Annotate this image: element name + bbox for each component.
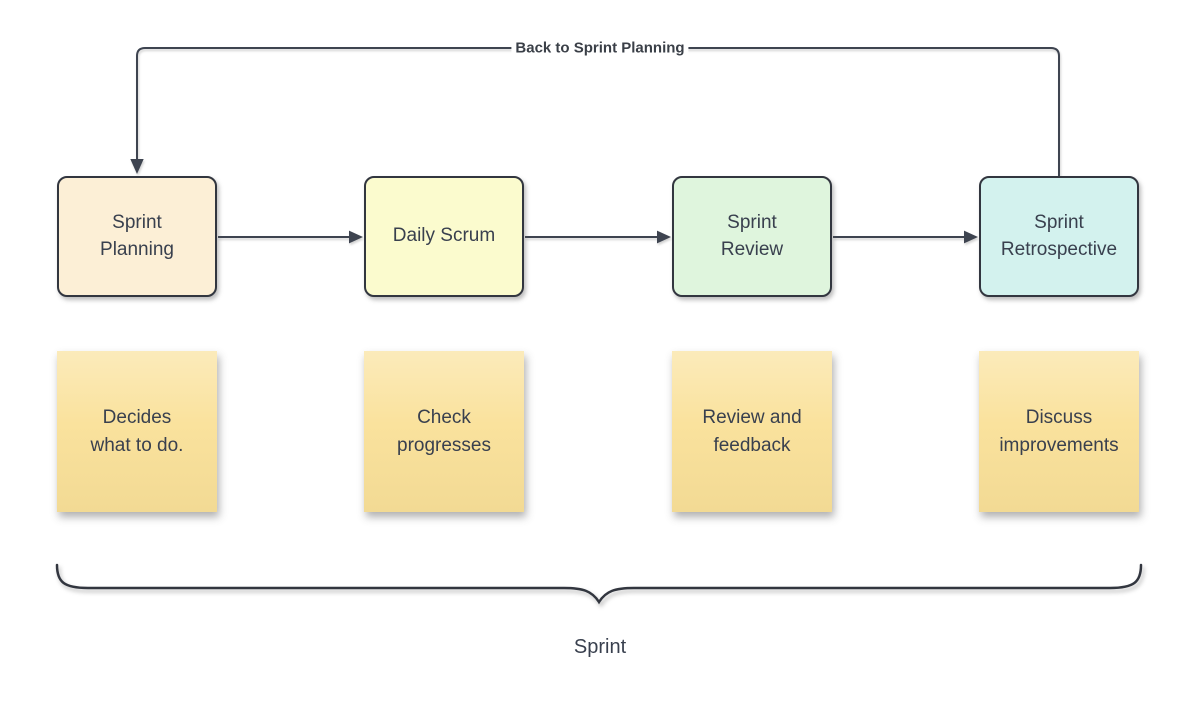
- flow-arrowhead-3: [964, 230, 978, 244]
- sticky-note-text: Discuss improvements: [999, 406, 1119, 456]
- sticky-note-check-progresses[interactable]: Check progresses: [364, 351, 524, 512]
- flow-box-sprint-planning[interactable]: Sprint Planning: [57, 176, 217, 297]
- sticky-note-text: Check progresses: [397, 406, 491, 456]
- flow-box-daily-scrum[interactable]: Daily Scrum: [364, 176, 524, 297]
- sticky-note-text: Decides what to do.: [90, 406, 184, 456]
- sprint-brace[interactable]: [55, 563, 1143, 605]
- flow-box-label: Sprint Review: [720, 211, 784, 260]
- flow-box-sprint-retrospective[interactable]: Sprint Retrospective: [979, 176, 1139, 297]
- loop-edge-label: Back to Sprint Planning: [511, 39, 689, 57]
- flow-arrowhead-1: [349, 230, 363, 244]
- sticky-note-review-feedback[interactable]: Review and feedback: [672, 351, 832, 512]
- flow-box-label: Sprint Planning: [100, 211, 174, 260]
- sticky-note-discuss-improvements[interactable]: Discuss improvements: [979, 351, 1139, 512]
- loop-arrow-back-to-planning[interactable]: [136, 47, 1060, 176]
- flow-box-label: Sprint Retrospective: [1000, 211, 1118, 260]
- sprint-brace-label: Sprint: [573, 636, 627, 658]
- sticky-note-decides[interactable]: Decides what to do.: [57, 351, 217, 512]
- flow-arrowhead-2: [657, 230, 671, 244]
- loop-arrowhead: [130, 159, 144, 174]
- flow-box-sprint-review[interactable]: Sprint Review: [672, 176, 832, 297]
- sticky-note-text: Review and feedback: [702, 406, 802, 456]
- flow-box-label: Daily Scrum: [392, 225, 496, 247]
